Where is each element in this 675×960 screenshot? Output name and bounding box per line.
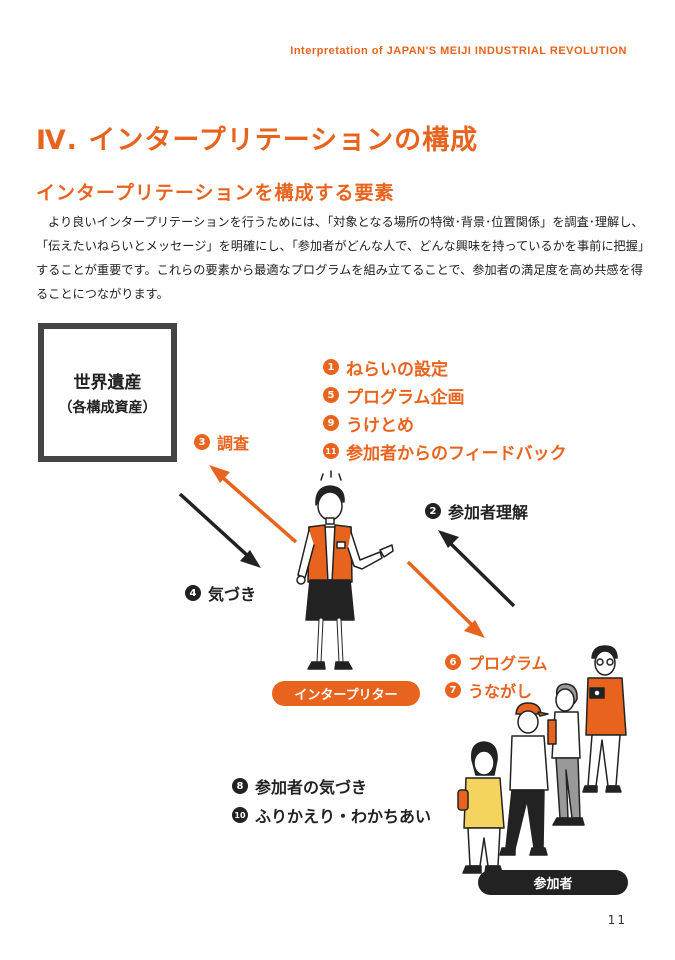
step-number-badge: 10 bbox=[232, 807, 248, 823]
step-number-badge: 11 bbox=[323, 443, 339, 459]
arrow-program bbox=[406, 560, 485, 638]
list-item: 5 プログラム企画 bbox=[323, 381, 567, 409]
chapter-title: Ⅳ. インタープリテーションの構成 bbox=[36, 125, 479, 156]
step-number-badge: 2 bbox=[425, 503, 441, 519]
heritage-subtitle: （各構成資産） bbox=[58, 400, 157, 416]
page-number: 11 bbox=[607, 913, 627, 927]
step-number-badge: 5 bbox=[323, 387, 339, 403]
arrow-participant-understanding bbox=[438, 530, 516, 608]
step-label: ねらいの設定 bbox=[346, 359, 448, 380]
step-number-badge: 1 bbox=[323, 359, 339, 375]
step-label: うけとめ bbox=[346, 415, 414, 436]
list-item: 9 うけとめ bbox=[323, 409, 567, 437]
interpretation-steps-list: 1 ねらいの設定 5 プログラム企画 9 うけとめ 11 参加者からのフィードバ… bbox=[323, 353, 567, 465]
heritage-title: 世界遺産 bbox=[73, 373, 142, 393]
label-participant-awareness: 8 参加者の気づき bbox=[232, 774, 367, 798]
participants-label: 参加者 bbox=[478, 870, 628, 895]
label-program: 6 プログラム bbox=[445, 650, 548, 674]
interpreter-illustration bbox=[296, 470, 394, 670]
label-prompt: 7 うながし bbox=[445, 678, 532, 702]
step-number-badge: 9 bbox=[323, 415, 339, 431]
arrow-awareness bbox=[178, 492, 261, 568]
interpreter-label: インタープリター bbox=[272, 681, 420, 706]
label-text: プログラム bbox=[468, 654, 548, 673]
step-number-badge: 8 bbox=[232, 778, 248, 794]
label-awareness: 4 気づき bbox=[185, 581, 256, 605]
label-text: 参加者の気づき bbox=[255, 778, 368, 797]
step-label: プログラム企画 bbox=[346, 387, 465, 408]
step-number-badge: 4 bbox=[185, 585, 201, 601]
label-reflection: 10 ふりかえり・わかちあい bbox=[232, 803, 431, 827]
list-item: 11 参加者からのフィードバック bbox=[323, 437, 567, 465]
arrow-research bbox=[209, 465, 298, 544]
label-text: うながし bbox=[468, 682, 533, 701]
world-heritage-box: 世界遺産 （各構成資産） bbox=[38, 323, 177, 462]
step-number-badge: 6 bbox=[445, 654, 461, 670]
step-label: 参加者からのフィードバック bbox=[346, 443, 567, 464]
label-text: 参加者理解 bbox=[448, 503, 529, 522]
running-header: Interpretation of JAPAN'S MEIJI INDUSTRI… bbox=[290, 45, 627, 57]
label-text: 調査 bbox=[217, 434, 250, 453]
label-participant-understanding: 2 参加者理解 bbox=[425, 499, 528, 523]
label-research: 3 調査 bbox=[194, 430, 249, 454]
list-item: 1 ねらいの設定 bbox=[323, 353, 567, 381]
step-number-badge: 3 bbox=[194, 434, 210, 450]
step-number-badge: 7 bbox=[445, 682, 461, 698]
label-text: 気づき bbox=[208, 585, 257, 604]
section-title: インタープリテーションを構成する要素 bbox=[36, 182, 395, 204]
label-text: ふりかえり・わかちあい bbox=[255, 807, 432, 826]
section-body: より良いインタープリテーションを行うためには、「対象となる場所の特徴･背景･位置… bbox=[36, 215, 645, 301]
